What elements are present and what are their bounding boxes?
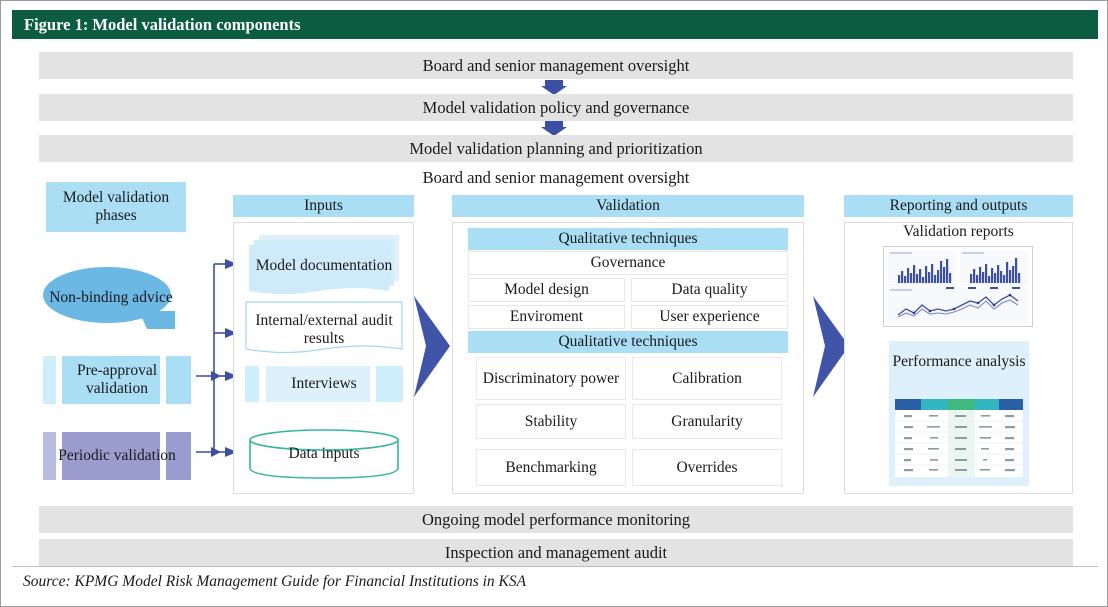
connector-lines (196, 259, 237, 457)
validation-cell-data-quality[interactable]: Data quality (631, 278, 788, 302)
band-inspection-audit: Inspection and management audit (39, 539, 1073, 566)
reporting-label-performance-analysis: Performance analysis (892, 353, 1026, 370)
phase-periodic-validation[interactable]: Periodic validation (43, 432, 191, 480)
reporting-header: Reporting and outputs (844, 195, 1073, 217)
input-label-model-documentation: Model documentation (255, 257, 393, 275)
band-board-oversight-top: Board and senior management oversight (39, 52, 1073, 79)
validation-cell-model-design[interactable]: Model design (468, 278, 625, 302)
validation-header: Validation (452, 195, 804, 217)
performance-analysis-table-thumbnail[interactable] (895, 399, 1023, 482)
input-label-audit-results: Internal/external audit results (255, 312, 393, 347)
phases-title: Model validation phases (46, 182, 186, 232)
segment-stripes-2 (43, 432, 191, 480)
validation-group-title-qualitative-2: Qualitative techniques (468, 331, 788, 353)
validation-cell-discriminatory-power[interactable]: Discriminatory power (476, 357, 626, 400)
down-arrow-icon (541, 80, 567, 95)
down-arrow-icon-2 (541, 121, 567, 136)
stacked-documents-icon (249, 235, 399, 294)
input-label-interviews: Interviews (291, 375, 357, 393)
validation-reports-thumbnail[interactable] (883, 246, 1033, 327)
source-note: Source: KPMG Model Risk Management Guide… (23, 573, 527, 590)
source-divider (12, 566, 1098, 567)
segment-stripes (43, 356, 191, 404)
band-ongoing-monitoring: Ongoing model performance monitoring (39, 506, 1073, 533)
flow-arrow-inputs-to-validation (412, 294, 452, 404)
reporting-label-validation-reports: Validation reports (903, 223, 1014, 240)
figure-title: Figure 1: Model validation components (12, 10, 1098, 39)
validation-cell-benchmarking[interactable]: Benchmarking (476, 449, 626, 486)
band-board-oversight-second: Board and senior management oversight (422, 168, 690, 187)
band-planning-prioritization: Model validation planning and prioritiza… (39, 135, 1073, 162)
phase-label-non-binding: Non-binding advice (49, 289, 173, 307)
validation-cell-enviroment[interactable]: Enviroment (468, 305, 625, 329)
input-data-inputs[interactable]: Data inputs (249, 429, 399, 479)
validation-cell-governance[interactable]: Governance (468, 251, 788, 275)
input-model-documentation[interactable]: Model documentation (245, 235, 403, 297)
document-icon (245, 301, 403, 354)
charts-thumbnail-icon (884, 247, 1032, 326)
phase-label-pre-approval: Pre-approval validation (76, 362, 158, 397)
callout-shape-icon (43, 267, 175, 329)
input-audit-results[interactable]: Internal/external audit results (245, 301, 403, 359)
validation-group-title-qualitative-1: Qualitative techniques (468, 228, 788, 250)
phase-pre-approval-validation[interactable]: Pre-approval validation (43, 356, 191, 404)
band-policy-governance: Model validation policy and governance (39, 94, 1073, 121)
validation-cell-calibration[interactable]: Calibration (632, 357, 782, 400)
segment-stripes-3 (245, 366, 403, 402)
database-cylinder-icon (249, 429, 399, 479)
input-label-data-inputs: Data inputs (288, 445, 360, 463)
phase-non-binding-advice[interactable]: Non-binding advice (43, 267, 179, 329)
validation-cell-overrides[interactable]: Overrides (632, 449, 782, 486)
input-interviews[interactable]: Interviews (245, 366, 403, 402)
flow-arrow-validation-to-reporting (811, 294, 851, 404)
validation-cell-stability[interactable]: Stability (476, 404, 626, 439)
phase-label-periodic: Periodic validation (58, 447, 176, 465)
inputs-header: Inputs (233, 195, 414, 217)
validation-cell-user-experience[interactable]: User experience (631, 305, 788, 329)
table-thumbnail-icon (895, 399, 1023, 477)
validation-cell-granularity[interactable]: Granularity (632, 404, 782, 439)
